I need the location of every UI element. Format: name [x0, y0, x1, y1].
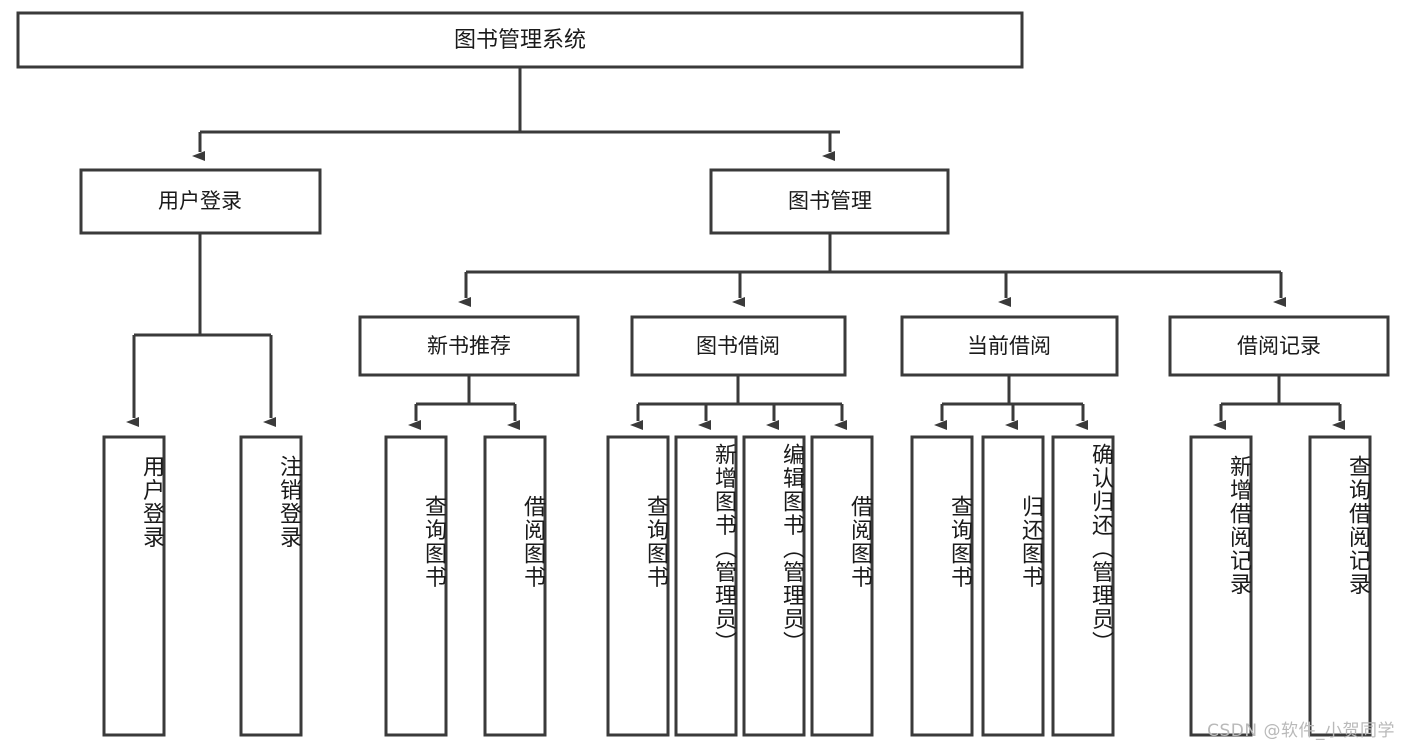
node-user-login-box — [79, 168, 322, 235]
leaf-confirm-return-admin[interactable] — [1051, 435, 1115, 737]
leaf-query-book-2[interactable] — [606, 435, 670, 737]
leaf-query-book-3-box — [910, 435, 974, 737]
leaf-user-login-box — [102, 435, 166, 737]
leaf-borrow-book-1[interactable] — [483, 435, 547, 737]
node-current-borrow-box — [900, 315, 1119, 377]
leaf-return-book[interactable] — [981, 435, 1045, 737]
node-user-login-label: 用户登录 — [158, 189, 242, 213]
leaf-user-login[interactable] — [102, 435, 166, 737]
leaf-borrow-book-2-box — [810, 435, 874, 737]
leaf-add-borrow-record[interactable] — [1189, 435, 1253, 737]
leaf-return-book-box — [981, 435, 1045, 737]
connector-root-to-level2 — [192, 67, 840, 161]
leaf-query-book-3[interactable] — [910, 435, 974, 737]
leaf-borrow-book-2[interactable] — [810, 435, 874, 737]
leaf-query-borrow-record[interactable] — [1308, 435, 1372, 737]
node-new-book-recommend-box — [358, 315, 580, 377]
connector-user-login-to-leaves — [126, 233, 276, 427]
node-root-box — [16, 11, 1024, 69]
leaf-borrow-book-1-box — [483, 435, 547, 737]
node-book-borrow-label: 图书借阅 — [696, 334, 780, 358]
node-borrow-record-label: 借阅记录 — [1237, 334, 1321, 358]
leaf-query-book-1[interactable] — [384, 435, 448, 737]
connector-current-borrow-to-leaves — [934, 375, 1088, 430]
connector-book-management-to-level3 — [458, 233, 1286, 307]
node-current-borrow-label: 当前借阅 — [967, 334, 1051, 358]
node-book-management-label: 图书管理 — [788, 189, 872, 213]
connector-book-borrow-to-leaves — [630, 375, 847, 430]
leaf-add-book-admin[interactable] — [674, 435, 738, 737]
node-user-login[interactable] — [79, 168, 322, 235]
leaf-edit-book-admin-box — [742, 435, 806, 737]
leaf-confirm-return-admin-box — [1051, 435, 1115, 737]
node-root[interactable] — [16, 11, 1024, 69]
connector-borrow-record-to-leaves — [1213, 375, 1345, 430]
leaf-user-logout-box — [239, 435, 303, 737]
node-root-label: 图书管理系统 — [454, 28, 586, 53]
leaf-query-book-2-box — [606, 435, 670, 737]
csdn-watermark: CSDN @软件_小贺同学 — [1207, 721, 1395, 741]
node-current-borrow[interactable] — [900, 315, 1119, 377]
leaf-add-borrow-record-box — [1189, 435, 1253, 737]
leaf-query-book-1-box — [384, 435, 448, 737]
leaf-query-borrow-record-box — [1308, 435, 1372, 737]
node-new-book-recommend-label: 新书推荐 — [427, 334, 511, 358]
leaf-user-logout[interactable] — [239, 435, 303, 737]
node-new-book-recommend[interactable] — [358, 315, 580, 377]
leaf-edit-book-admin[interactable] — [742, 435, 806, 737]
leaf-add-book-admin-box — [674, 435, 738, 737]
connector-new-book-recommend-to-leaves — [408, 375, 520, 430]
